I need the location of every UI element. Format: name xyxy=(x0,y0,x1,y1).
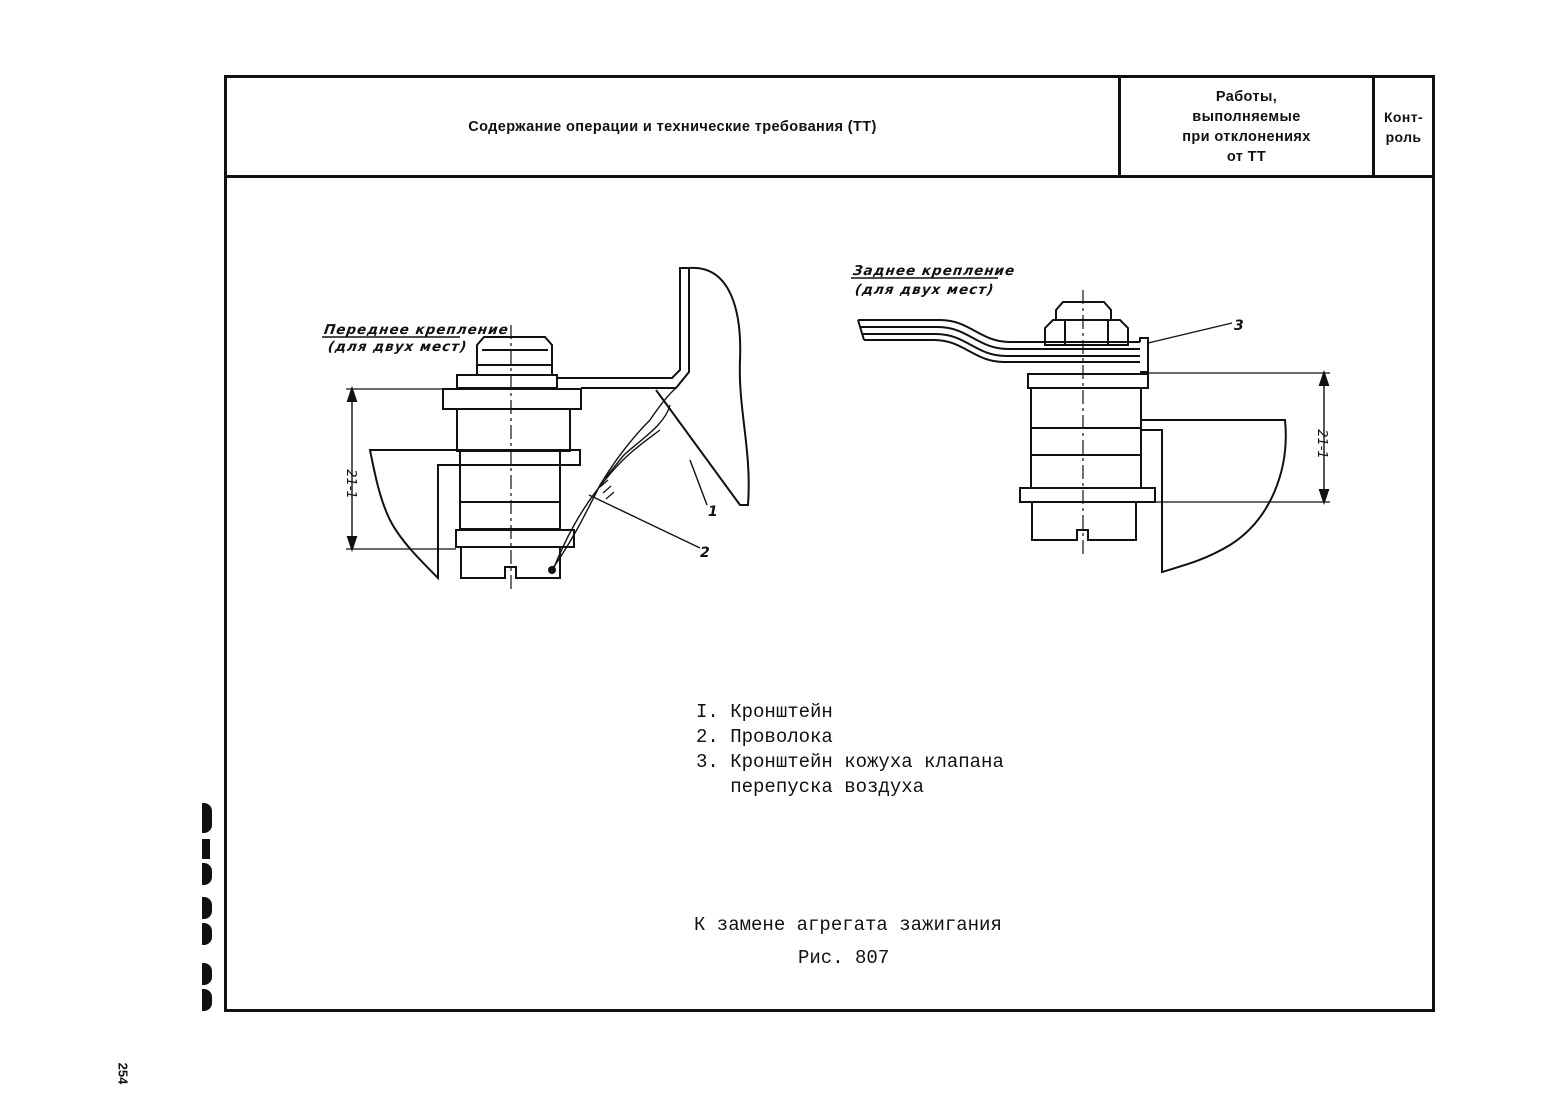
dimension-label-rear: 21-1 xyxy=(1314,429,1329,459)
rear-mount-subtitle: (для двух мест) xyxy=(853,282,996,298)
page-number: 254 xyxy=(115,1062,131,1085)
rear-mount-drawing xyxy=(857,290,1330,574)
header-deviation-works: Работы, выполняемые при отклонениях от Т… xyxy=(1121,78,1375,175)
header-control: Конт- роль xyxy=(1383,108,1424,145)
table-header: Содержание операции и технические требов… xyxy=(227,78,1432,178)
callout-2: 2 xyxy=(700,545,710,561)
binding-marks xyxy=(202,803,214,1013)
legend-item: 3. Кронштейн кожуха клапана xyxy=(696,751,1004,773)
legend-item: перепуска воздуха xyxy=(696,776,925,798)
document-frame: Содержание операции и технические требов… xyxy=(224,75,1435,1012)
header-operation-content: Содержание операции и технические требов… xyxy=(227,78,1121,175)
figure-number: Рис. 807 xyxy=(798,947,890,969)
front-mount-subtitle: (для двух мест) xyxy=(326,339,469,355)
legend-item: 2. Проволока xyxy=(696,726,833,748)
front-mount-drawing xyxy=(346,266,750,590)
front-mount-title: Переднее крепление xyxy=(322,322,510,338)
callout-1: 1 xyxy=(708,504,718,520)
dimension-label-front: 21-1 xyxy=(343,469,358,499)
legend-item: I. Кронштейн xyxy=(696,701,833,723)
callout-3: 3 xyxy=(1234,318,1244,334)
figure-title: К замене агрегата зажигания xyxy=(694,914,1002,936)
rear-mount-title: Заднее крепление xyxy=(851,263,1017,279)
